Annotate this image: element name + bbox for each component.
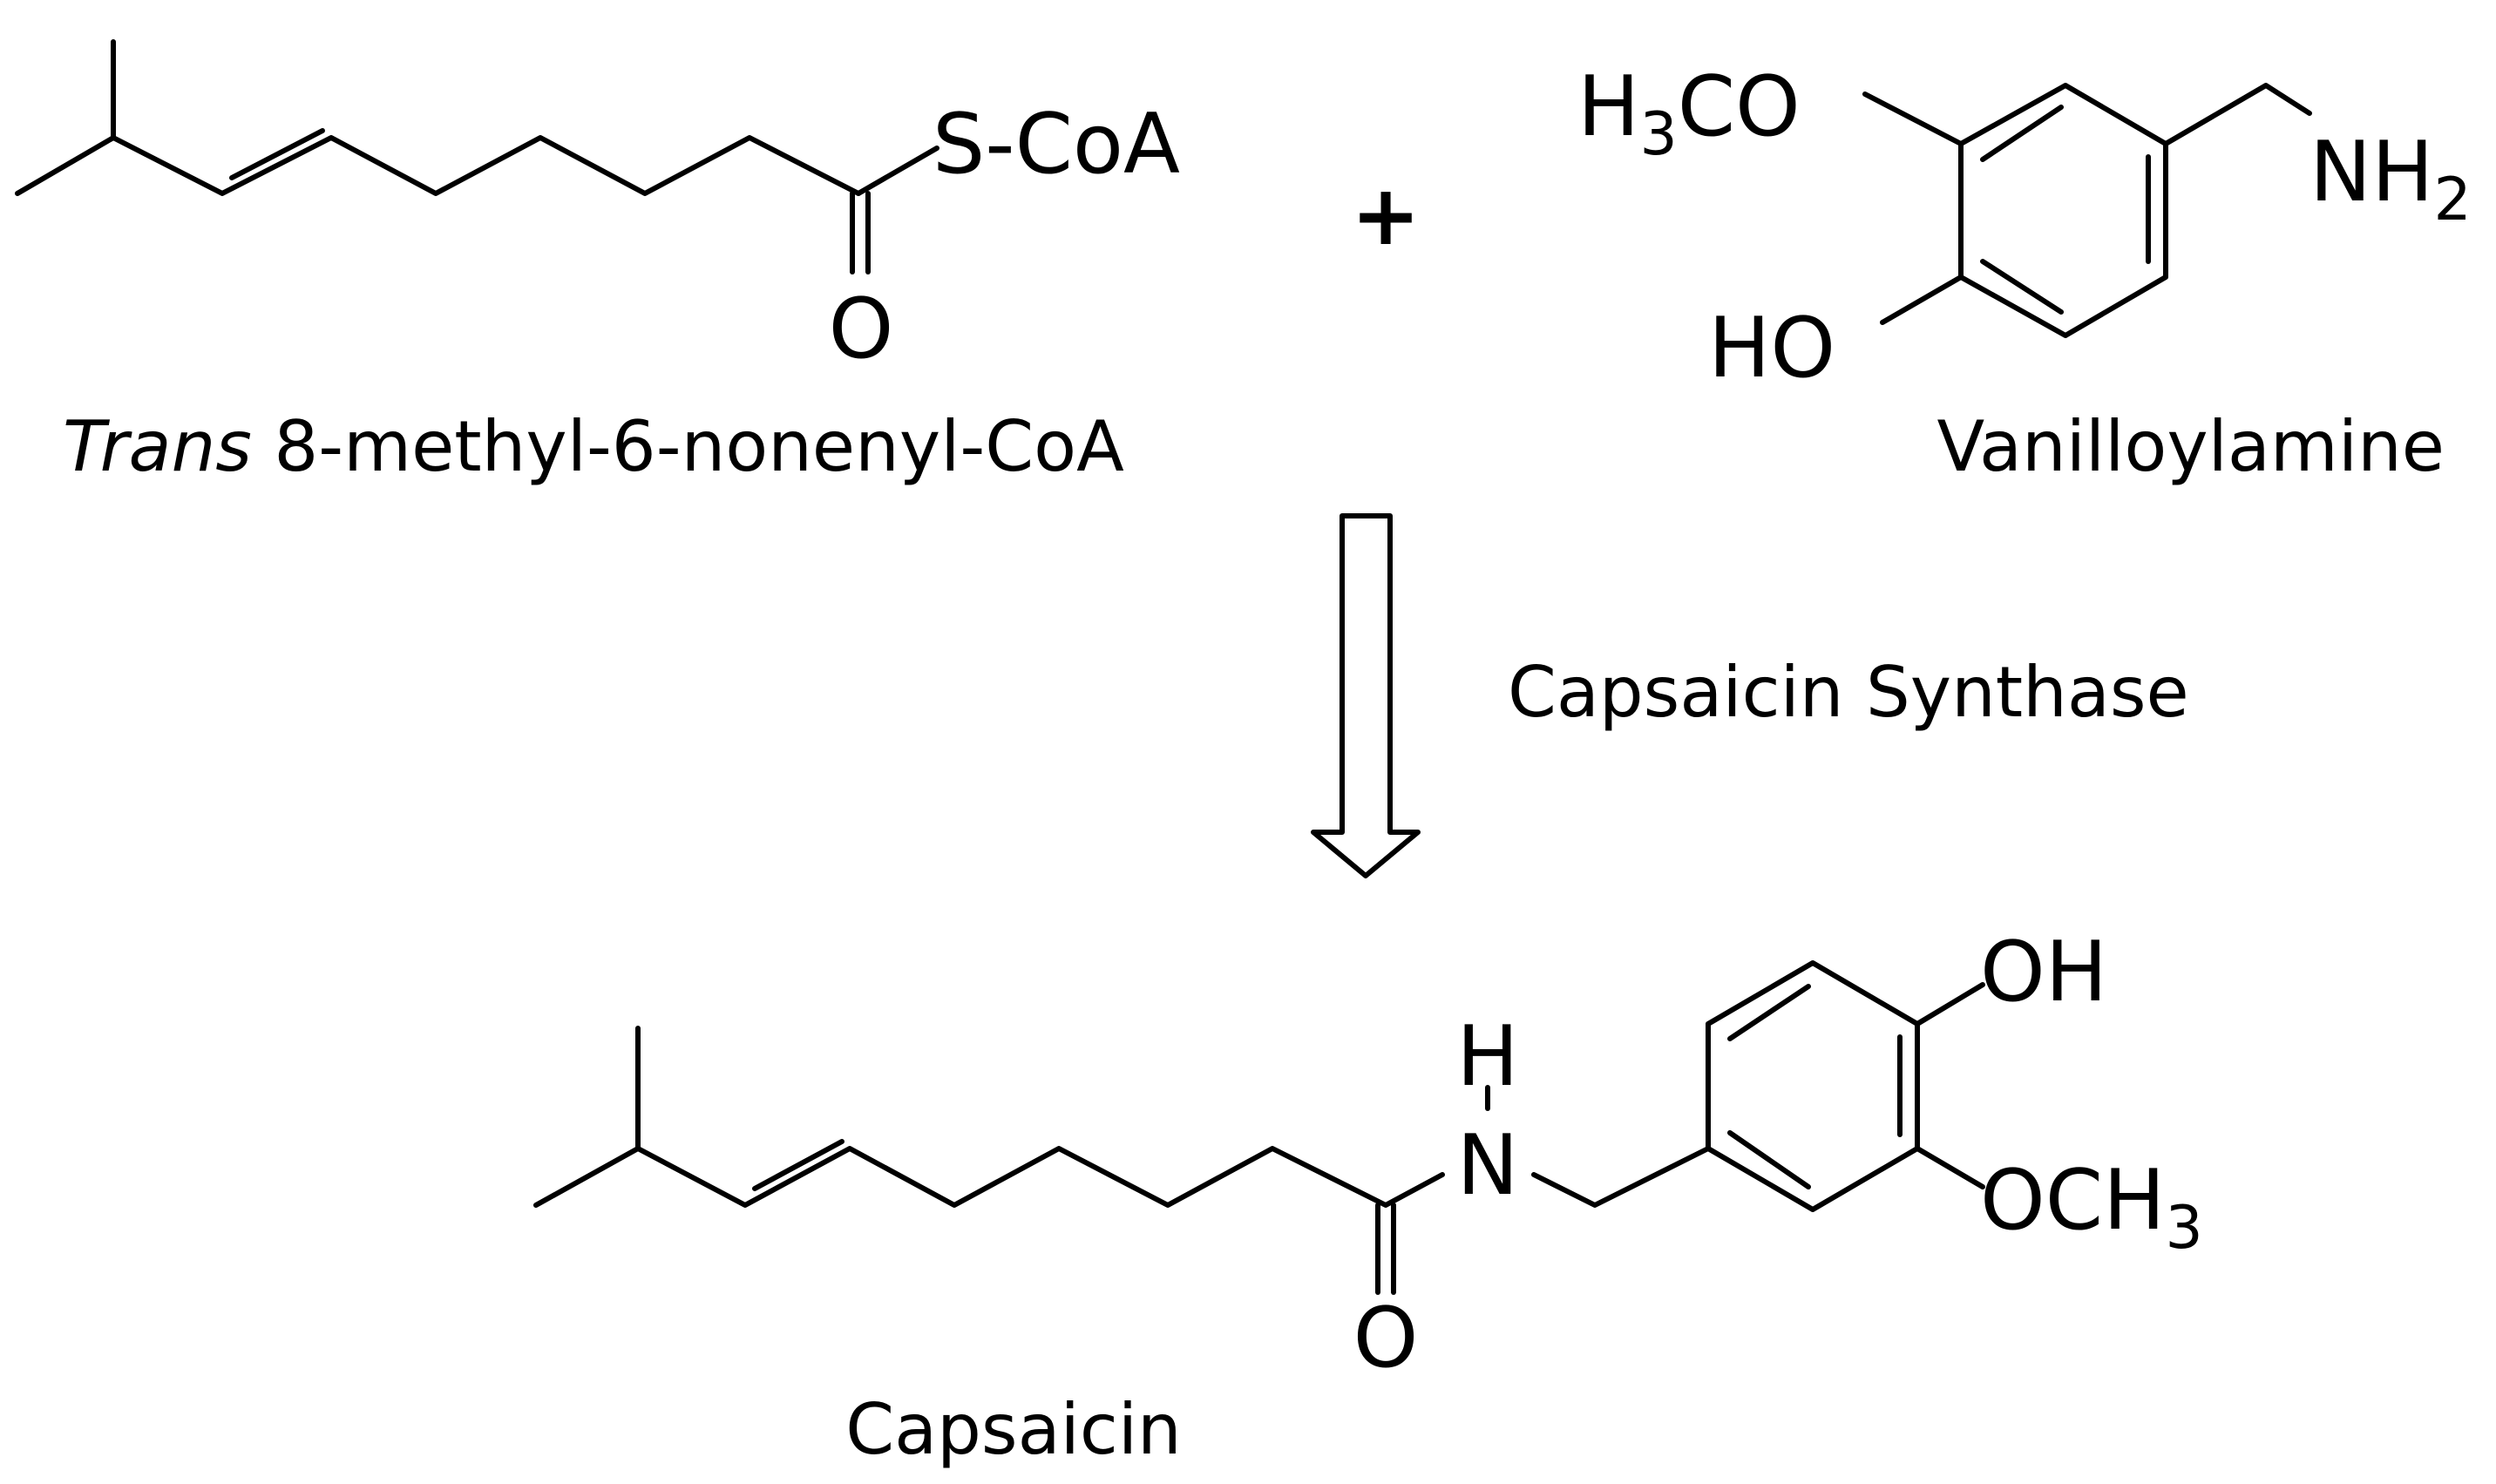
ring-double-bond-line [1727, 984, 1811, 1041]
reactant2-name: Vanilloylamine [1936, 406, 2445, 487]
hydroxyl-label: HO [1708, 301, 1835, 396]
benzene-ring [1958, 83, 2168, 338]
amide-h-label: H [1456, 1009, 1518, 1105]
ring-double-bond-line [1727, 1130, 1811, 1189]
methoxy-bond [1862, 91, 1964, 146]
amine-label: NH2 [2309, 125, 2472, 234]
product-hydroxyl-label: OH [1980, 925, 2107, 1020]
hydroxyl-bond [1915, 982, 1985, 1027]
reaction-arrow [1311, 513, 1421, 878]
ring-double-bond-line [1980, 105, 2064, 162]
reactant1-name-italic: Trans [63, 406, 252, 487]
reaction-arrow-shape [1311, 513, 1421, 878]
benzyl-bond [1531, 1146, 1711, 1208]
product-capsaicin-structure: H N O OH OCH3 Capsaicin [533, 925, 2203, 1470]
acyl-chain-bond [15, 39, 116, 196]
reactant-vanilloylamine-structure: H3CO NH2 HO Vanilloylamine [1577, 59, 2472, 487]
ring-double-bond-line [1980, 259, 2064, 315]
benzene-ring [1706, 960, 1920, 1212]
enzyme-label: Capsaicin Synthase [1508, 652, 2189, 733]
acyl-chain-bond [111, 135, 861, 196]
capsaicin-chain-bond [635, 1146, 1445, 1208]
methoxy-bond [1915, 1146, 1985, 1189]
plus-sign: + [1351, 168, 1421, 264]
carbonyl-oxygen-label: O [829, 281, 894, 377]
reactant1-name-rest: 8-methyl-6-nonenyl-CoA [252, 406, 1124, 487]
amide-n-label: N [1456, 1118, 1518, 1214]
trans-double-bond-line [229, 128, 325, 180]
aminomethyl-bond [2163, 83, 2312, 146]
product-methoxy-label: OCH3 [1980, 1153, 2203, 1263]
carbonyl-bond [856, 146, 939, 196]
trans-double-bond-line [752, 1139, 844, 1191]
amide-oxygen-label: O [1353, 1291, 1419, 1386]
capsaicin-chain-bond [533, 1026, 641, 1208]
methoxy-label: H3CO [1577, 59, 1801, 169]
s-coa-label: S-CoA [933, 97, 1180, 193]
reactant1-name: Trans 8-methyl-6-nonenyl-CoA [63, 406, 1124, 487]
product-name: Capsaicin [845, 1389, 1182, 1470]
reactant-acyl-coa-structure: S-CoA O Trans 8-methyl-6-nonenyl-CoA [15, 39, 1180, 487]
hydroxyl-bond [1880, 274, 1964, 325]
